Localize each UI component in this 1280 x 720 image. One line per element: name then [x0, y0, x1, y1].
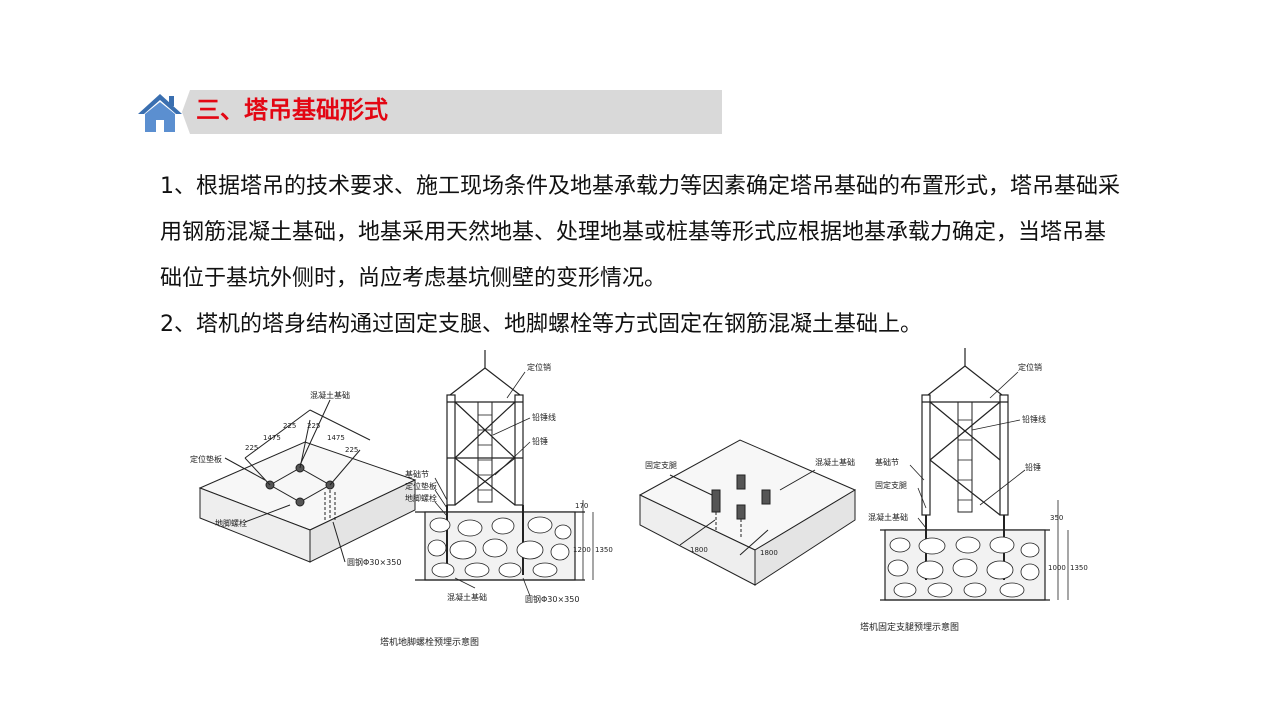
dim-1800a: 1800 — [690, 546, 708, 554]
dim-1200: 1200 — [573, 546, 591, 554]
dim-1475a: 1475 — [263, 434, 281, 442]
dim-225c: 225 — [307, 422, 320, 430]
dim-350: 350 — [1050, 514, 1063, 522]
label-concrete-base2: 混凝土基础 — [447, 592, 487, 602]
label-fixed-leg2: 固定支腿 — [875, 480, 907, 490]
label-base-section: 基础节 — [405, 469, 429, 479]
label-plumb-line: 铅锤线 — [532, 412, 556, 422]
dim-170: 170 — [575, 502, 588, 510]
label-plumb-line-r: 铅锤线 — [1022, 414, 1046, 424]
dim-1000: 1000 — [1048, 564, 1066, 572]
dim-1475b: 1475 — [327, 434, 345, 442]
paragraph-1: 1、根据塔吊的技术要求、施工现场条件及地基承载力等因素确定塔吊基础的布置形式，塔… — [160, 174, 1121, 291]
section-title: 三、塔吊基础形式 — [196, 96, 388, 124]
label-plumb-r: 铅锤 — [1025, 462, 1041, 472]
dim-1800b: 1800 — [760, 549, 778, 557]
dim-225d: 225 — [345, 446, 358, 454]
label-bolt: 地脚螺栓 — [215, 518, 247, 528]
label-plumb: 铅锤 — [532, 436, 548, 446]
label-concrete-base: 混凝土基础 — [815, 457, 855, 467]
section-header: 三、塔吊基础形式 — [136, 88, 726, 134]
label-fixed-leg: 固定支腿 — [645, 460, 677, 470]
caption-left: 塔机地脚螺栓预埋示意图 — [380, 636, 479, 648]
dim-1350: 1350 — [595, 546, 613, 554]
caption-right: 塔机固定支腿预埋示意图 — [860, 621, 959, 633]
dim-1350-r: 1350 — [1070, 564, 1088, 572]
label-concrete-base2-r: 混凝土基础 — [868, 512, 908, 522]
label-rod2: 圆钢Φ30×350 — [525, 594, 579, 604]
anchor-bolt-diagram: 定位垫板 地脚螺栓 混凝土基础 圆钢Φ30×350 225 1475 225 2… — [190, 350, 613, 648]
dim-225a: 225 — [245, 444, 258, 452]
label-pad2: 定位垫板 — [405, 481, 437, 491]
label-rod: 圆钢Φ30×350 — [347, 557, 401, 567]
label-pad: 定位垫板 — [190, 454, 222, 464]
label-locate-pin: 定位销 — [527, 362, 551, 372]
body-text: 1、根据塔吊的技术要求、施工现场条件及地基承载力等因素确定塔吊基础的布置形式，塔… — [160, 164, 1120, 348]
fixed-leg-diagram: 固定支腿 混凝土基础 1800 1800 — [638, 348, 1088, 633]
dim-225b: 225 — [283, 422, 296, 430]
paragraph-2: 2、塔机的塔身结构通过固定支腿、地脚螺栓等方式固定在钢筋混凝土基础上。 — [160, 312, 922, 337]
label-bolt2: 地脚螺栓 — [405, 493, 437, 503]
title-bar — [182, 90, 722, 134]
home-icon — [138, 94, 182, 132]
label-locate-pin-r: 定位销 — [1018, 362, 1042, 372]
label-concrete-base: 混凝土基础 — [310, 390, 350, 400]
label-base-section-r: 基础节 — [875, 457, 899, 467]
